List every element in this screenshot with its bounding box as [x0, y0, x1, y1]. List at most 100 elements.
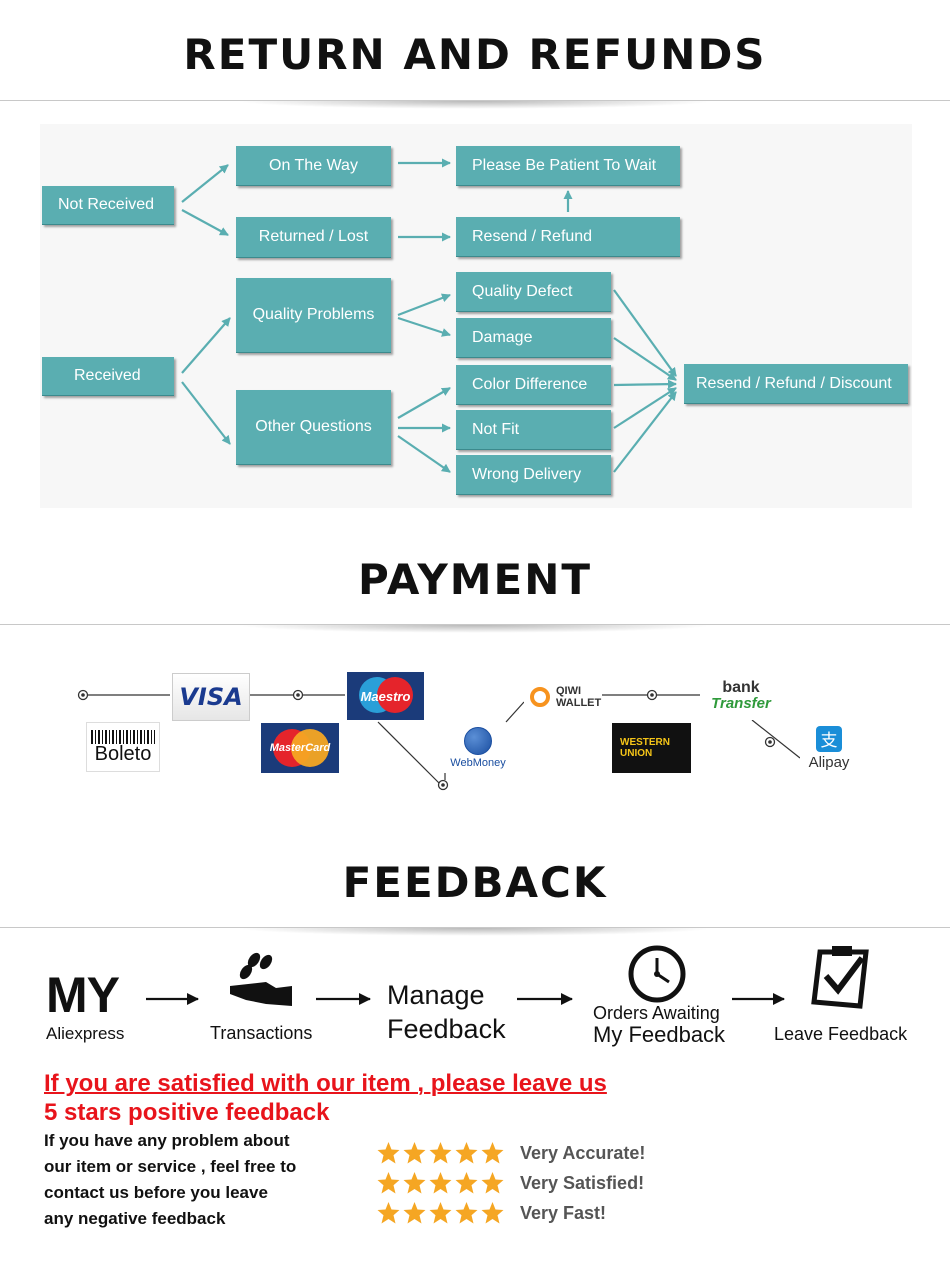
alipay-logo: 支 Alipay	[800, 722, 858, 774]
arrow	[613, 289, 677, 377]
qiwi-icon	[530, 687, 550, 707]
arrow	[613, 391, 677, 473]
star-icon	[481, 1142, 504, 1164]
node-color-difference: Color Difference	[456, 365, 611, 405]
maestro-logo: Maestro	[347, 672, 424, 720]
payment-connectors	[77, 689, 801, 791]
boleto-logo: Boleto	[86, 722, 160, 772]
arrow	[181, 381, 231, 445]
visa-label: VISA	[179, 683, 243, 711]
star-icon	[377, 1172, 400, 1194]
star-icon	[429, 1142, 452, 1164]
alipay-icon: 支	[816, 725, 842, 752]
transfer-label: Transfer	[711, 695, 771, 712]
star-icon	[455, 1172, 478, 1194]
clock-icon	[628, 945, 686, 1003]
maestro-label: Maestro	[360, 688, 411, 704]
arrow	[181, 164, 229, 203]
node-on-the-way: On The Way	[236, 146, 391, 186]
star-icon	[481, 1172, 504, 1194]
boleto-label: Boleto	[94, 743, 152, 765]
orders-awaiting-label: Orders Awaiting My Feedback	[593, 1003, 725, 1047]
webmoney-label: WebMoney	[450, 757, 506, 769]
divider-shadow	[235, 928, 715, 936]
node-resend-refund-discount: Resend / Refund / Discount	[684, 364, 908, 404]
node-damage: Damage	[456, 318, 611, 358]
contact-line: any negative feedback	[44, 1209, 226, 1228]
divider	[0, 624, 950, 625]
arrow	[397, 293, 451, 317]
barcode-icon	[91, 730, 155, 744]
qiwi-label: QIWI	[556, 685, 582, 697]
node-not-fit: Not Fit	[456, 410, 611, 450]
heading-feedback: FEEDBACK	[342, 858, 608, 907]
node-please-wait: Please Be Patient To Wait	[456, 146, 680, 186]
arrow	[181, 317, 231, 374]
star-icon	[481, 1202, 504, 1224]
star-icon	[377, 1142, 400, 1164]
contact-line: contact us before you leave	[44, 1183, 268, 1202]
alipay-glyph: 支	[820, 731, 838, 751]
heading-return-refunds: RETURN AND REFUNDS	[183, 30, 767, 79]
node-resend-refund: Resend / Refund	[456, 217, 680, 257]
western-union-label: WESTERN	[620, 737, 670, 748]
transactions-label: Transactions	[210, 1023, 313, 1043]
feedback-arrows	[146, 993, 785, 1005]
orders-line: Orders Awaiting	[593, 1003, 720, 1023]
star-icon	[455, 1142, 478, 1164]
node-received: Received	[42, 357, 174, 396]
my-feedback-line: My Feedback	[593, 1022, 726, 1047]
rating-label: Very Satisfied!	[520, 1173, 645, 1193]
star-icon	[429, 1172, 452, 1194]
visa-logo: VISA	[172, 673, 250, 721]
star-icon	[403, 1142, 426, 1164]
webmoney-logo: WebMoney	[440, 723, 516, 773]
maestro-circles-icon	[377, 677, 413, 713]
qiwi-logo: QIWI WALLET	[524, 673, 602, 721]
mastercard-label: MasterCard	[269, 742, 331, 754]
arrow	[181, 209, 229, 236]
star-icon	[429, 1202, 452, 1224]
star-icon	[403, 1202, 426, 1224]
mastercard-logo: MasterCard	[261, 723, 339, 773]
heading-payment: PAYMENT	[357, 555, 593, 604]
alipay-label: Alipay	[808, 753, 850, 771]
arrow	[397, 387, 451, 419]
clipboard-check-icon	[811, 946, 869, 1009]
bank-label: bank	[722, 679, 760, 696]
star-rating	[376, 1201, 505, 1225]
rating-label: Very Accurate!	[520, 1143, 646, 1163]
arrow	[397, 435, 451, 473]
rating-label: Very Fast!	[520, 1203, 607, 1223]
satisfied-message: If you are satisfied with our item , ple…	[44, 1069, 607, 1127]
arrow	[397, 316, 451, 337]
qiwi-label: WALLET	[556, 697, 602, 709]
satisfied-line-2: 5 stars positive feedback	[44, 1099, 330, 1126]
aliexpress-label: Aliexpress	[46, 1024, 125, 1043]
flowchart-arrows	[181, 158, 677, 473]
manage-feedback-label: Manage Feedback	[387, 978, 506, 1046]
star-icon	[455, 1202, 478, 1224]
ratings-list: Very Accurate! Very Satisfied! Very Fast!	[376, 1141, 676, 1237]
divider	[0, 927, 950, 928]
leave-feedback-label: Leave Feedback	[774, 1024, 908, 1044]
western-union-logo: WESTERN UNION	[612, 723, 691, 773]
arrow	[613, 387, 677, 429]
node-quality-defect: Quality Defect	[456, 272, 611, 312]
divider-shadow	[235, 101, 715, 109]
arrow	[613, 379, 677, 389]
arrow	[613, 337, 677, 381]
satisfied-line-1: If you are satisfied with our item , ple…	[44, 1070, 607, 1097]
node-not-received: Not Received	[42, 186, 174, 225]
star-icon	[377, 1202, 400, 1224]
node-returned-lost: Returned / Lost	[236, 217, 391, 258]
contact-line: our item or service , feel free to	[44, 1157, 297, 1176]
bank-transfer-logo: bank Transfer	[702, 672, 780, 720]
my-aliexpress-title: MY	[46, 967, 120, 1023]
node-wrong-delivery: Wrong Delivery	[456, 455, 611, 495]
node-other-questions: Other Questions	[236, 390, 391, 465]
contact-line: If you have any problem about	[44, 1131, 290, 1150]
mastercard-circles-icon	[291, 729, 329, 767]
star-rating	[376, 1141, 505, 1165]
manage-line: Manage	[387, 980, 485, 1010]
